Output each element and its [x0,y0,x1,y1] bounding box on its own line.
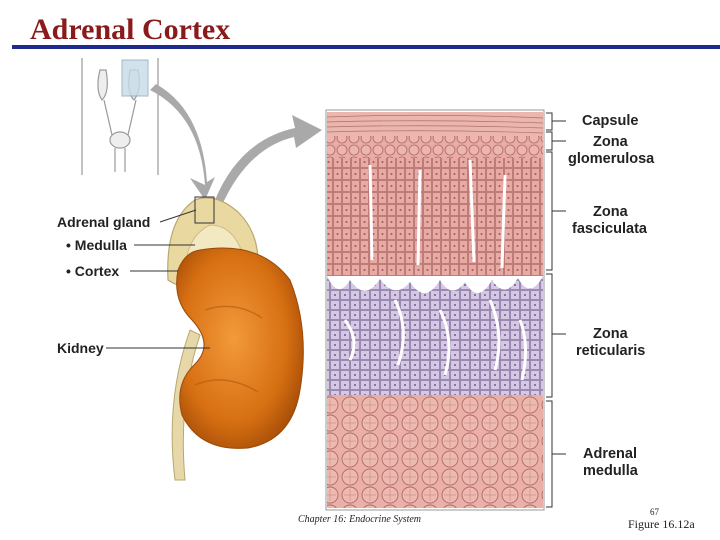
arrow-down-icon [150,84,215,200]
body-outline-icon [81,58,159,175]
label-zona-reticularis-line2: reticularis [576,343,646,359]
slide-title: Adrenal Cortex [30,13,231,46]
highlight-box-icon [121,59,149,97]
label-adrenal-medulla-line1: Adrenal [583,446,637,462]
figure-caption: Figure 16.12a [628,517,695,531]
label-capsule: Capsule [582,113,639,129]
zone-brackets [546,112,566,508]
label-zona-glomerulosa-line1: Zona [593,134,628,150]
arrow-right-icon [215,115,322,205]
tissue-section [325,109,545,511]
label-cortex: • Cortex [66,263,120,279]
label-zona-reticularis-line1: Zona [593,326,628,342]
label-medulla: • Medulla [66,237,127,253]
title-underline [12,45,720,49]
label-adrenal-medulla-line2: medulla [583,463,638,479]
page-number: 67 [650,507,659,517]
footer-chapter: Chapter 16: Endocrine System [298,514,422,525]
label-zona-glomerulosa-line2: glomerulosa [568,151,655,167]
label-adrenal-gland: Adrenal gland [57,214,151,230]
label-zona-fasciculata-line2: fasciculata [572,221,647,237]
label-kidney: Kidney [57,340,104,356]
label-zona-fasciculata-line1: Zona [593,204,628,220]
kidney [176,247,304,449]
